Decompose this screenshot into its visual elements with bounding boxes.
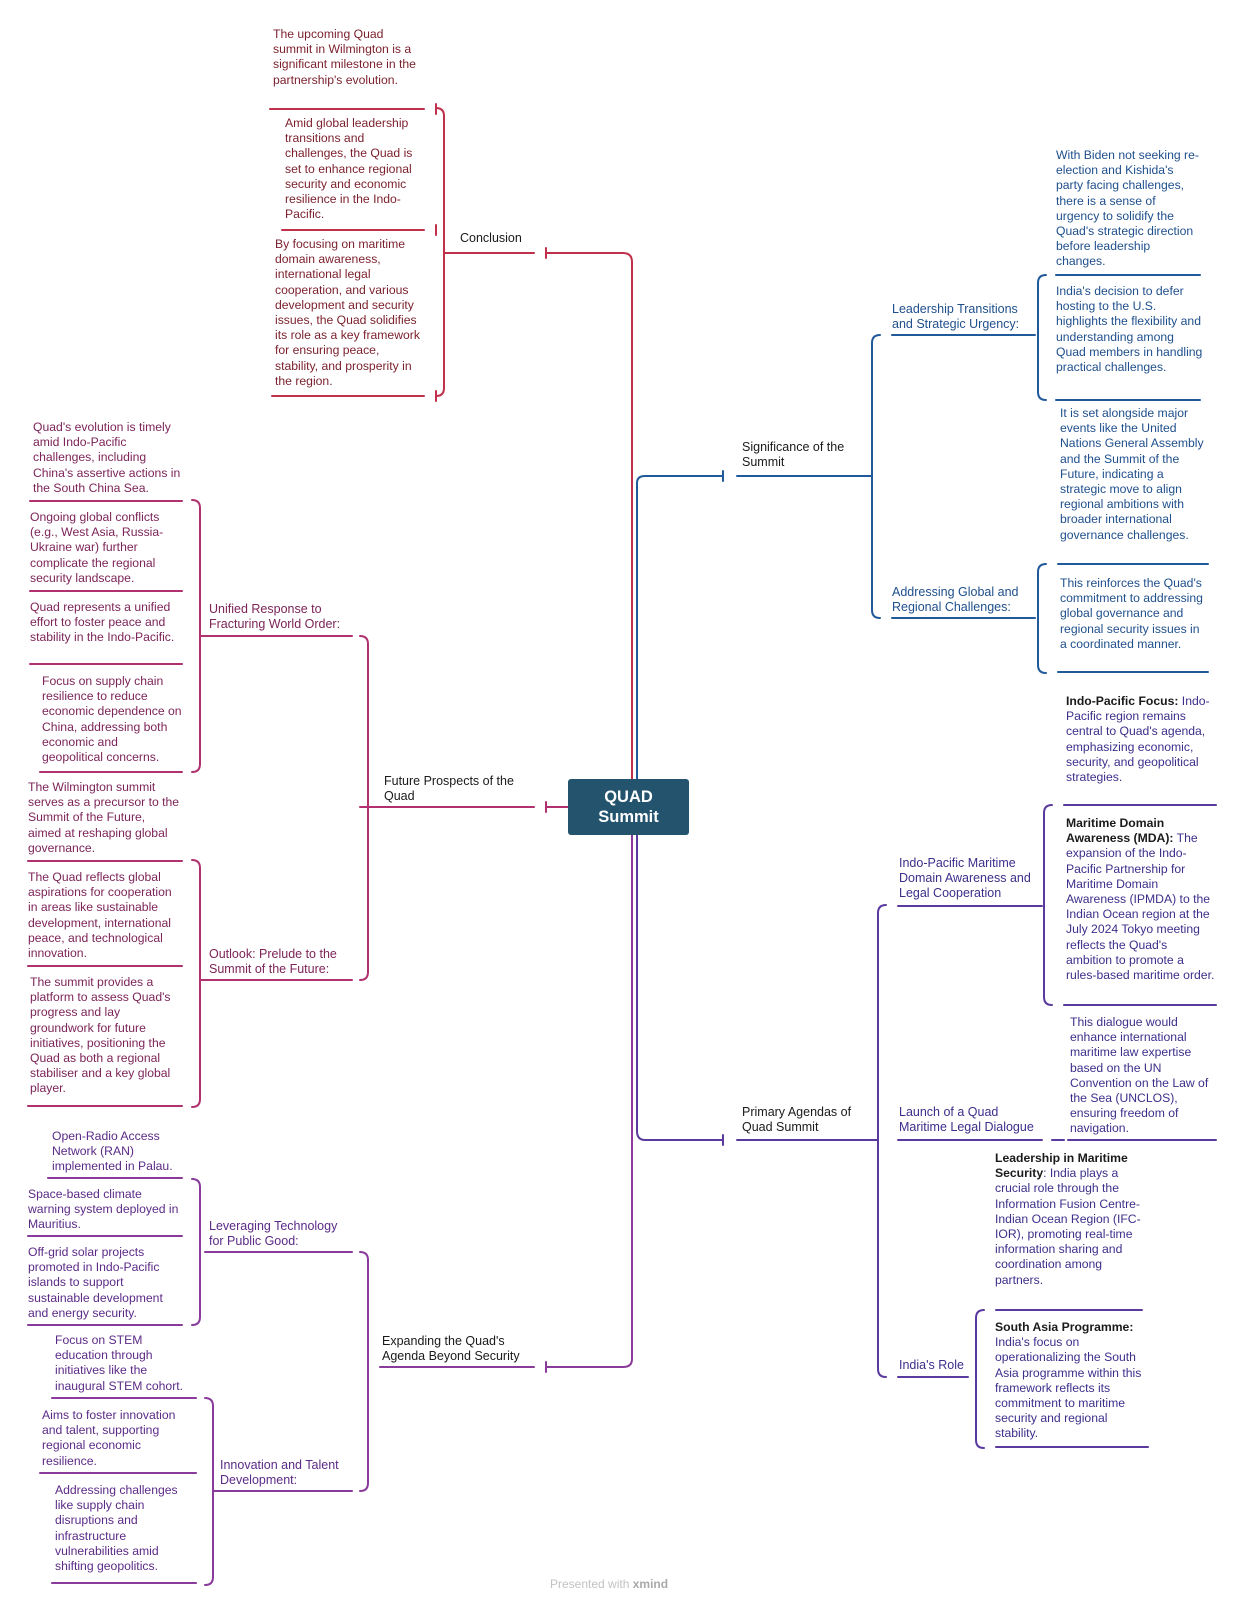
branch-future-prospects[interactable]: Future Prospects of the Quad [384, 774, 514, 804]
addressing-item: It is set alongside major events like th… [1060, 406, 1204, 542]
subtopic-outlook[interactable]: Outlook: Prelude to the Summit of the Fu… [209, 947, 337, 977]
tech-item: Off-grid solar projects promoted in Indo… [28, 1245, 163, 1320]
connector-root-significance [636, 475, 724, 780]
conclusion-item: The upcoming Quad summit in Wilmington i… [273, 27, 416, 87]
mda-item-heading: Indo-Pacific Focus: [1066, 694, 1179, 708]
branch-significance[interactable]: Significance of the Summit [742, 440, 845, 470]
subtopic-addressing-challenges[interactable]: Addressing Global and Regional Challenge… [892, 585, 1019, 615]
subtopic-legal-dialogue[interactable]: Launch of a Quad Maritime Legal Dialogue [899, 1105, 1034, 1135]
branch-conclusion[interactable]: Conclusion [460, 231, 522, 245]
india-item-heading: South Asia Programme: [995, 1320, 1134, 1334]
tech-item: Space-based climate warning system deplo… [28, 1187, 179, 1232]
india-item-text: India's focus on operationalizing the So… [995, 1335, 1142, 1441]
outlook-item: The summit provides a platform to assess… [30, 975, 171, 1096]
india-item-text: : India plays a crucial role through the… [995, 1166, 1141, 1287]
unified-item: Focus on supply chain resilience to redu… [42, 674, 182, 765]
innovation-item: Addressing challenges like supply chain … [55, 1483, 178, 1574]
subtopic-maritime-domain[interactable]: Indo-Pacific Maritime Domain Awareness a… [899, 856, 1031, 901]
presented-with-footer: Presented with xmind [550, 1577, 668, 1591]
root-topic[interactable]: QUAD Summit [568, 779, 689, 835]
connector-root-expanding [545, 834, 633, 1368]
connector-root-primary [636, 834, 724, 1141]
tech-item: Open-Radio Access Network (RAN) implemen… [52, 1129, 173, 1174]
xmind-logo: xmind [632, 1577, 669, 1591]
india-item: Leadership in Maritime Security: India p… [995, 1151, 1143, 1288]
root-title-line1: QUAD [604, 788, 653, 806]
addressing-item: This reinforces the Quad's commitment to… [1060, 576, 1203, 651]
leadership-item: With Biden not seeking re-election and K… [1056, 148, 1199, 269]
subtopic-leveraging-technology[interactable]: Leveraging Technology for Public Good: [209, 1219, 338, 1249]
unified-item: Ongoing global conflicts (e.g., West Asi… [30, 510, 164, 585]
india-item: South Asia Programme: India's focus on o… [995, 1320, 1143, 1442]
mda-item-heading: Maritime Domain Awareness (MDA): [1066, 816, 1174, 846]
mda-item-text: The expansion of the Indo-Pacific Partne… [1066, 831, 1215, 983]
branch-primary-agendas[interactable]: Primary Agendas of Quad Summit [742, 1105, 852, 1135]
india-item-heading: Leadership in Maritime Security [995, 1151, 1128, 1181]
unified-item: Quad represents a unified effort to fost… [30, 600, 175, 645]
footer-prefix: Presented with [550, 1577, 633, 1591]
outlook-item: The Quad reflects global aspirations for… [28, 870, 172, 961]
subtopic-unified-response[interactable]: Unified Response to Fracturing World Ord… [209, 602, 341, 632]
branch-expanding-agenda[interactable]: Expanding the Quad's Agenda Beyond Secur… [382, 1334, 520, 1364]
mda-item: Indo-Pacific Focus: Indo-Pacific region … [1066, 694, 1216, 785]
outlook-item: The Wilmington summit serves as a precur… [28, 780, 180, 855]
mda-item: Maritime Domain Awareness (MDA): The exp… [1066, 816, 1216, 983]
subtopic-india-role[interactable]: India's Role [899, 1358, 964, 1372]
mda-item-text: Indo-Pacific region remains central to Q… [1066, 694, 1210, 785]
connector-root-conclusion [545, 252, 633, 780]
subtopic-innovation-talent[interactable]: Innovation and Talent Development: [220, 1458, 339, 1488]
innovation-item: Aims to foster innovation and talent, su… [42, 1408, 176, 1468]
root-title-line2: Summit [598, 808, 659, 826]
leadership-item: India's decision to defer hosting to the… [1056, 284, 1203, 375]
innovation-item: Focus on STEM education through initiati… [55, 1333, 184, 1393]
legal-item: This dialogue would enhance internationa… [1070, 1015, 1209, 1136]
conclusion-item: Amid global leadership transitions and c… [285, 116, 413, 222]
unified-item: Quad's evolution is timely amid Indo-Pac… [33, 420, 181, 495]
conclusion-item: By focusing on maritime domain awareness… [275, 237, 420, 388]
subtopic-leadership-transitions[interactable]: Leadership Transitions and Strategic Urg… [892, 302, 1020, 332]
